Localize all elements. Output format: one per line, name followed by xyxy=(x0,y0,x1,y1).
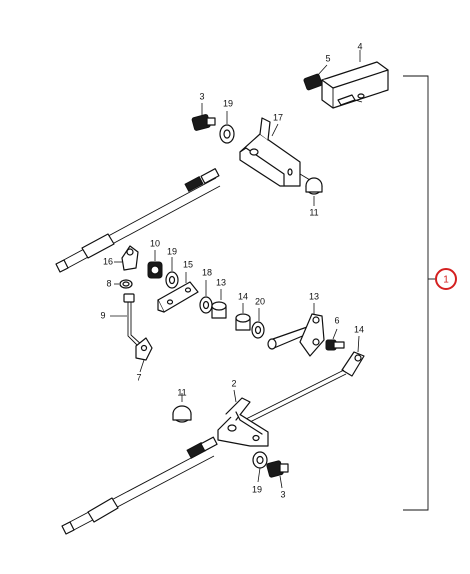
bolt-lower xyxy=(266,460,289,489)
label-part-15: 15 xyxy=(183,259,193,269)
label-part-8: 8 xyxy=(106,278,111,288)
label-part-1: 1 xyxy=(443,275,449,286)
label-part-16: 16 xyxy=(103,256,113,266)
label-part-6: 6 xyxy=(334,315,339,325)
label-part-13: 13 xyxy=(216,277,226,287)
cable-bracket-upper xyxy=(239,117,311,187)
adjuster-screw xyxy=(303,50,361,91)
label-part-7: 7 xyxy=(136,372,141,382)
label-part-18: 18 xyxy=(202,267,212,277)
label-part-20: 20 xyxy=(255,296,265,306)
ring-8 xyxy=(114,279,133,289)
washer-19-mid xyxy=(165,257,179,289)
callout-ring xyxy=(435,268,457,290)
label-part-3: 3 xyxy=(199,91,204,101)
lever-12 xyxy=(267,303,325,357)
lower-cable xyxy=(61,436,218,535)
nut-top xyxy=(305,177,323,206)
upper-cable xyxy=(55,168,221,273)
label-part-19: 19 xyxy=(252,484,262,494)
washer-top xyxy=(219,111,235,144)
bushing-13-right xyxy=(235,303,251,331)
label-part-11: 11 xyxy=(177,387,186,397)
washer-20 xyxy=(251,308,265,339)
label-part-19: 19 xyxy=(223,98,233,108)
label-part-3: 3 xyxy=(280,489,285,499)
bolt-top xyxy=(191,103,216,131)
pin-6 xyxy=(325,328,345,351)
cable-bracket-lower xyxy=(217,389,269,447)
label-part-14: 14 xyxy=(354,324,364,334)
assembly-callout[interactable]: 1 xyxy=(435,268,457,290)
nut-lower xyxy=(172,393,192,423)
label-part-5: 5 xyxy=(325,53,330,63)
plate-15 xyxy=(157,272,199,313)
label-part-9: 9 xyxy=(100,310,105,320)
label-part-2: 2 xyxy=(231,378,236,388)
part-labels: 4 5 3 19 17 11 10 19 15 16 8 18 13 14 20… xyxy=(100,41,364,499)
label-part-10: 10 xyxy=(150,238,160,248)
cable-end-lever xyxy=(321,61,389,109)
label-part-19: 19 xyxy=(167,246,177,256)
clip-7 xyxy=(135,337,153,373)
clip-16 xyxy=(114,245,139,271)
joint-14 xyxy=(341,335,365,377)
bushing-13-left xyxy=(211,289,227,319)
lower-link-rod xyxy=(243,369,347,425)
label-part-11: 11 xyxy=(309,207,318,217)
label-part-13: 14 xyxy=(238,291,248,301)
assembly-bracket xyxy=(403,75,436,511)
collar-10 xyxy=(147,250,163,279)
washer-18 xyxy=(199,280,213,314)
label-part-17: 17 xyxy=(273,112,283,122)
label-part-12: 13 xyxy=(309,291,319,301)
washer-lower xyxy=(252,451,268,483)
rod-9 xyxy=(110,293,144,349)
label-part-4: 4 xyxy=(357,41,362,51)
